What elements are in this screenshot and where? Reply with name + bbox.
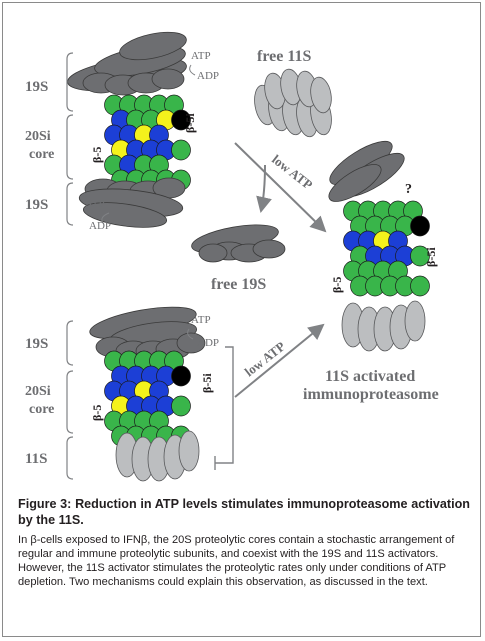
atp-label-top: ATP	[191, 50, 211, 62]
atp-label-bottom: ATP	[191, 314, 211, 326]
atp-arrow-mid	[101, 212, 110, 224]
label-core-top: core	[29, 147, 54, 162]
result-11s-activator	[341, 300, 426, 352]
label-immunoproteasome: immunoproteasome	[303, 386, 439, 403]
adp-label-top: ADP	[197, 70, 219, 82]
bottom-11s-activator	[115, 430, 200, 482]
top-19s-cap	[67, 31, 187, 96]
result-20si-core	[343, 200, 430, 297]
free-11s-activator	[254, 68, 332, 138]
regular-subunit	[410, 275, 430, 297]
atp-label-mid: ATP	[85, 198, 105, 210]
beta5-label-top: β-5	[90, 147, 104, 163]
regular-subunit	[171, 395, 191, 417]
label-19s-top: 19S	[25, 79, 48, 95]
label-free-19s: free 19S	[211, 276, 266, 293]
label-free-11s: free 11S	[257, 48, 311, 65]
beta5i-label-right: β-5i	[424, 247, 438, 267]
question-mark: ?	[405, 182, 412, 197]
atp-arrow-bottom	[187, 328, 194, 340]
label-11s-bottom: 11S	[25, 451, 48, 467]
inhibition-bar	[214, 346, 234, 470]
atp-arrow-top	[189, 64, 196, 76]
caption-title: Figure 3: Reduction in ATP levels stimul…	[18, 497, 470, 527]
beta5i-label-bottom: β-5i	[200, 373, 214, 393]
top-bottom-19s-cap	[78, 177, 186, 228]
label-19s-bottom: 19S	[25, 336, 48, 352]
label-20si-top: 20Si	[25, 129, 51, 144]
adp-label-bottom: ADP	[197, 337, 219, 349]
label-11s-activated: 11S activated	[325, 368, 415, 385]
regular-subunit	[410, 245, 430, 267]
beta5-label-right: β-5	[330, 277, 344, 293]
figure-frame	[2, 2, 481, 637]
top-20si-core	[104, 94, 191, 191]
proteasome-diagram: 19S 20Si core 19S ATP ADP ATP ADP β-5 β-…	[25, 31, 439, 482]
beta5i-subunit	[410, 215, 430, 237]
label-core-bottom: core	[29, 402, 54, 417]
caption-body: In β-cells exposed to IFNβ, the 20S prot…	[18, 534, 455, 588]
detached-19s	[328, 140, 405, 202]
label-19s-mid: 19S	[25, 197, 48, 213]
regular-subunit	[171, 139, 191, 161]
free-19s-regulator	[191, 224, 286, 263]
beta5i-subunit	[171, 109, 191, 131]
adp-label-mid: ADP	[89, 220, 111, 232]
bottom-20si-core	[104, 350, 191, 447]
label-20si-bottom: 20Si	[25, 384, 51, 399]
reaction-arrows	[234, 142, 327, 398]
beta5-label-bottom: β-5	[90, 405, 104, 421]
low-atp-label-1: low ATP	[269, 152, 315, 193]
bottom-brackets	[66, 320, 74, 480]
figure-caption: Figure 3: Reduction in ATP levels stimul…	[18, 496, 470, 589]
beta5i-label-top: β-5i	[183, 113, 197, 133]
top-brackets	[66, 52, 74, 226]
beta5i-subunit	[171, 365, 191, 387]
